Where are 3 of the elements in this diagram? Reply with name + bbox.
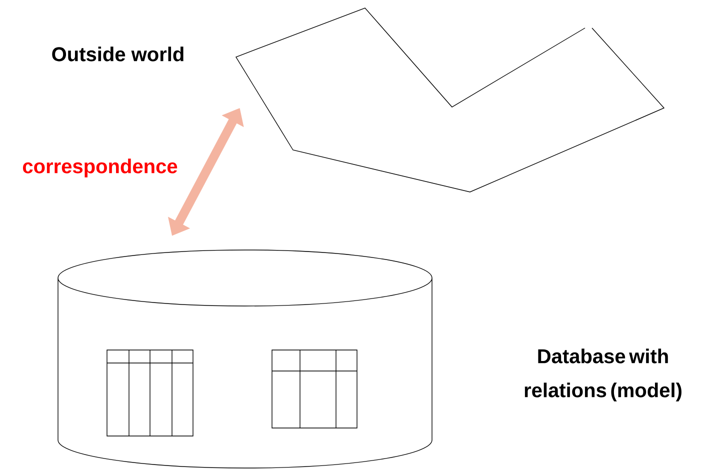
edge-label: correspondence [22, 158, 178, 178]
node-label: Outside world [52, 46, 184, 62]
node-label: Database with relations (model) [524, 348, 682, 402]
